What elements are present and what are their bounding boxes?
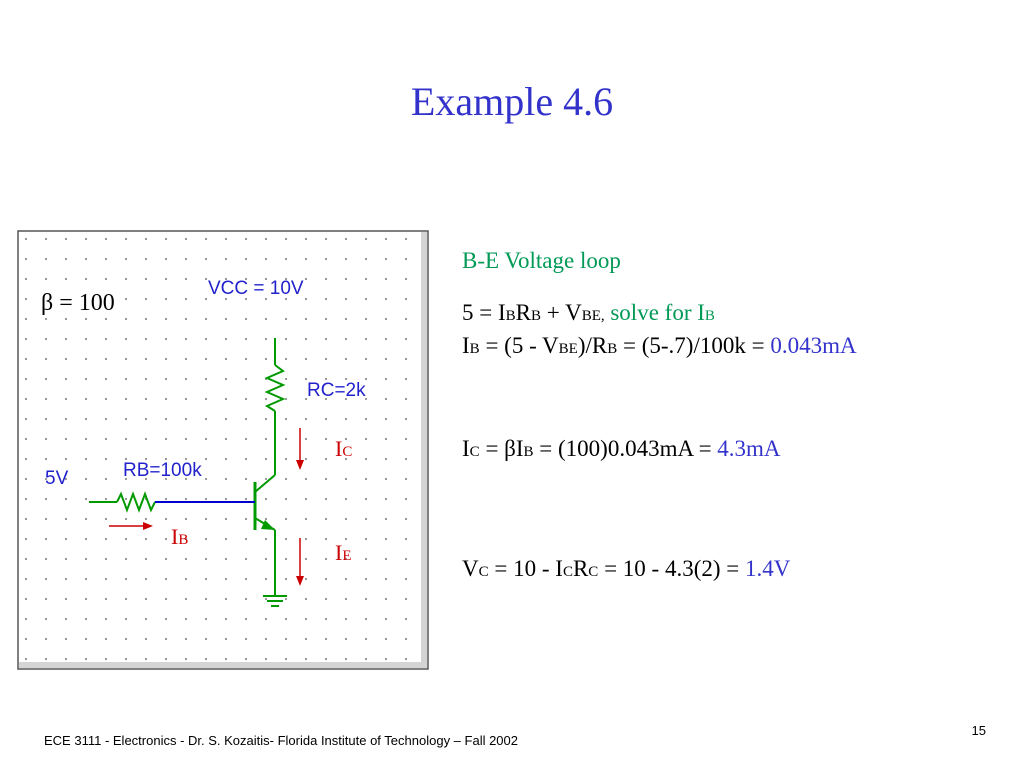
rc-label: RC=2k [307, 380, 366, 401]
ic-label: IC [335, 436, 353, 461]
equation-line-1: 5 = IBRB + VBE, solve for IB [462, 300, 715, 325]
ie-arrow [296, 576, 304, 586]
vc-result: 1.4V [744, 556, 791, 581]
ic-result: 4.3mA [717, 436, 781, 461]
rb-label: RB=100k [123, 460, 202, 481]
circuit-schematic: VCC = 10V RC=2k RB=100k 5V β = 100 IC IB… [17, 230, 429, 670]
rb-resistor [116, 491, 156, 513]
ie-label: IE [335, 540, 352, 565]
equation-line-4: VC = 10 - ICRC = 10 - 4.3(2) = 1.4V [462, 556, 791, 581]
emitter-arrow [261, 520, 275, 530]
equation-line-3: IC = βIB = (100)0.043mA = 4.3mA [462, 436, 781, 461]
page-number: 15 [971, 723, 986, 738]
transistor-collector [254, 474, 276, 493]
ic-arrow [296, 460, 304, 470]
vcc-label: VCC = 10V [208, 278, 304, 299]
slide-title: Example 4.6 [410, 79, 614, 124]
source-label: 5V [45, 468, 69, 489]
ib-arrow [143, 522, 153, 530]
equation-line-2: IB = (5 - VBE)/RB = (5-.7)/100k = 0.043m… [462, 333, 857, 358]
ib-result: 0.043mA [770, 333, 857, 358]
slide-footer: ECE 3111 - Electronics - Dr. S. Kozaitis… [44, 733, 518, 748]
beta-label: β = 100 [41, 290, 115, 317]
ib-label: IB [171, 524, 189, 549]
loop-heading: B-E Voltage loop [462, 248, 621, 273]
rc-resistor [264, 364, 286, 412]
